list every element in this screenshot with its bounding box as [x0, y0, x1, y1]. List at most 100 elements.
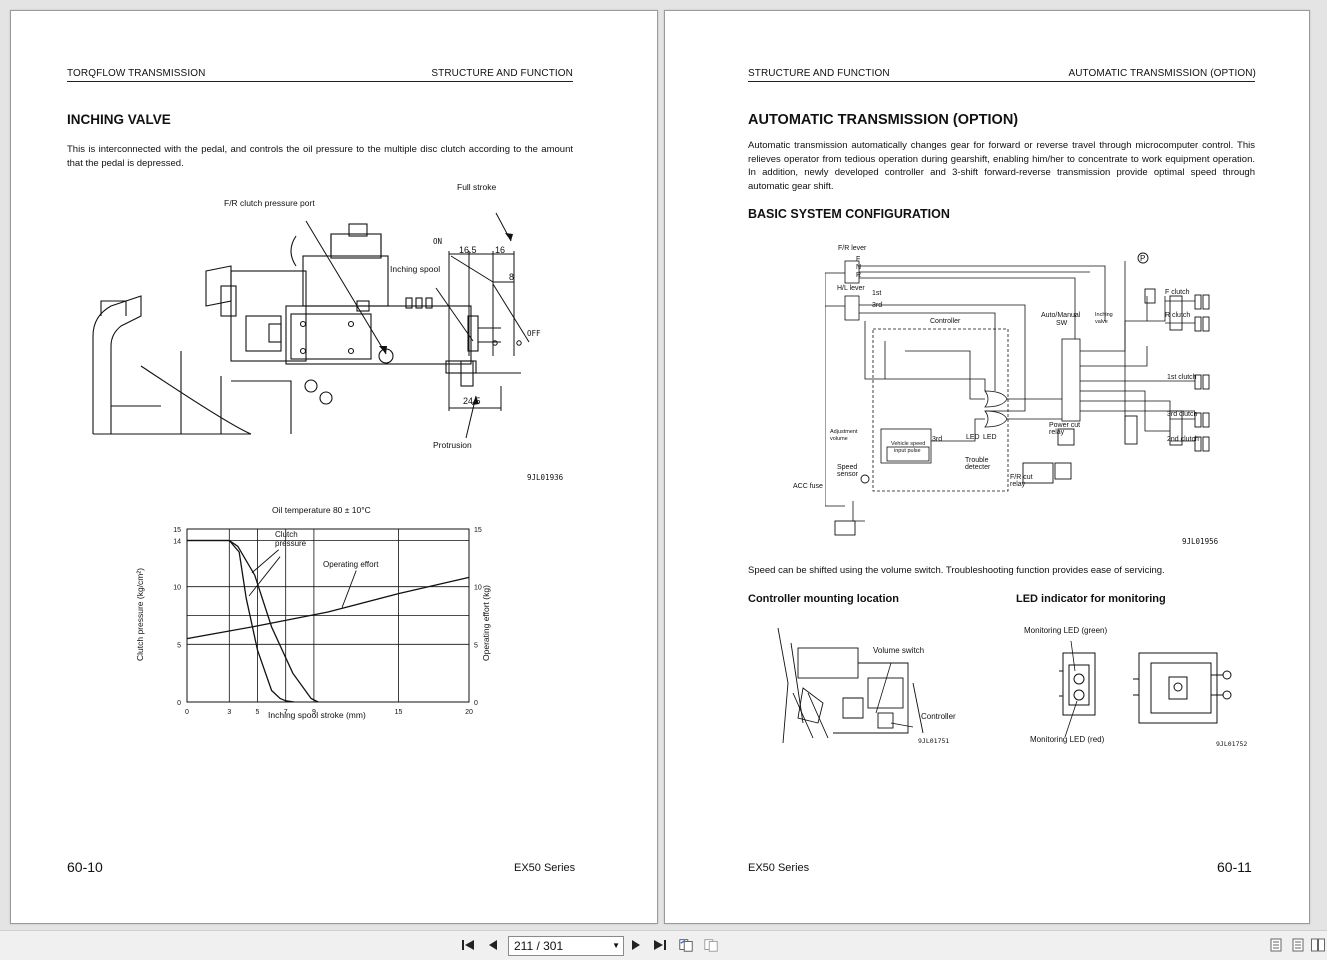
first-page-button[interactable] — [460, 937, 476, 953]
go-forward-view-button[interactable] — [703, 937, 719, 953]
fr-clutch-port-label: F/R clutch pressure port — [224, 198, 315, 208]
n-label: N — [856, 264, 862, 271]
figure-code-1: 9JL01936 — [527, 473, 564, 482]
x-tick-label: 0 — [185, 709, 189, 716]
document-viewport: TORQFLOW TRANSMISSION STRUCTURE AND FUNC… — [10, 10, 1310, 924]
header-right: AUTOMATIC TRANSMISSION (OPTION) — [1068, 68, 1256, 79]
x-tick-label: 15 — [395, 709, 403, 716]
third-label: 3rd — [872, 302, 883, 309]
third2-label: 3rd — [932, 436, 943, 443]
next-page-icon — [632, 940, 640, 950]
y-tick-label: 5 — [177, 642, 181, 649]
dim-16-5: 16.5 — [459, 245, 477, 255]
intro-paragraph: This is interconnected with the pedal, a… — [67, 144, 573, 169]
f-clutch-label: F clutch — [1165, 289, 1190, 296]
last-page-button[interactable] — [652, 937, 668, 953]
dim-8: 8 — [509, 272, 514, 282]
dim-16: 16 — [495, 245, 505, 255]
first-page-icon — [462, 940, 474, 950]
y-tick-label: 15 — [173, 527, 181, 534]
led-label-1: LED — [966, 434, 980, 441]
auto-manual-label: Auto/Manual — [1041, 312, 1081, 319]
header-left: STRUCTURE AND FUNCTION — [748, 68, 890, 79]
previous-page-button[interactable] — [485, 937, 501, 953]
f-label: F — [856, 256, 861, 263]
controller-label: Controller — [930, 318, 961, 325]
y2-tick-label: 15 — [474, 527, 482, 534]
series-line-operating-effort — [186, 576, 470, 640]
next-page-button[interactable] — [628, 937, 644, 953]
controller-fig-label: Controller — [921, 712, 956, 721]
x-tick-label: 9 — [312, 709, 316, 716]
led-indicator-title: LED indicator for monitoring — [1016, 593, 1166, 605]
go-back-view-button[interactable] — [678, 937, 694, 953]
off-label: OFF — [527, 329, 541, 338]
second-clutch-label: 2nd clutch — [1167, 436, 1199, 443]
first-label: 1st — [872, 290, 882, 297]
intro-paragraph: Automatic transmission automatically cha… — [748, 140, 1255, 192]
volume-switch-label: Volume switch — [873, 646, 925, 655]
page-selector[interactable]: 211 / 301 ▼ — [508, 936, 624, 956]
inching-valve-label: Inching valve — [1095, 312, 1113, 325]
continuous-view-button[interactable] — [1290, 937, 1306, 953]
chart-y2label: Operating effort (kg) — [481, 585, 491, 661]
series-label: EX50 Series — [748, 862, 810, 874]
single-page-view-button[interactable] — [1268, 937, 1284, 953]
main-title: AUTOMATIC TRANSMISSION (OPTION) — [748, 112, 1019, 128]
annotation-arrow-2 — [248, 556, 281, 597]
continuous-page-icon — [1292, 938, 1304, 952]
power-cut-relay-label: Power cut relay — [1049, 422, 1081, 436]
adjustment-volume-label: Adjustment volume — [830, 429, 858, 442]
r-label: R — [856, 272, 862, 279]
trouble-detecter-label: Trouble detecter — [965, 457, 991, 471]
back-view-icon — [679, 939, 693, 952]
two-page-view-button[interactable] — [1310, 937, 1326, 953]
inching-spool-label: Inching spool — [390, 264, 441, 274]
x-tick-label: 20 — [465, 709, 473, 716]
controller-mounting-title: Controller mounting location — [748, 593, 899, 605]
y-tick-label: 10 — [173, 585, 181, 592]
series-line-clutch-pressure-2 — [187, 539, 319, 703]
viewer-toolbar: 211 / 301 ▼ — [0, 930, 1327, 960]
shift-text: Speed can be shifted using the volume sw… — [748, 565, 1165, 576]
sw-label: SW — [1056, 320, 1068, 327]
dim-24-5: 24.5 — [463, 396, 481, 406]
two-page-icon — [1311, 938, 1325, 952]
figure-code-controller: 9JL01751 — [918, 737, 950, 745]
led-indicator-figure — [1059, 641, 1232, 738]
full-stroke-label: Full stroke — [457, 182, 497, 192]
led-red-label: Monitoring LED (red) — [1030, 735, 1105, 744]
chart-xlabel: Inching spool stroke (mm) — [268, 710, 366, 720]
x-tick-label: 7 — [284, 709, 288, 716]
chevron-down-icon: ▼ — [612, 941, 620, 950]
y-tick-label: 14 — [173, 539, 181, 546]
page-left: TORQFLOW TRANSMISSION STRUCTURE AND FUNC… — [10, 10, 658, 924]
input-pulse-label: input pulse — [894, 448, 921, 454]
section-title: BASIC SYSTEM CONFIGURATION — [748, 207, 950, 221]
annotation-clutch-pressure: Clutch pressure — [275, 530, 307, 548]
on-label: ON — [433, 237, 443, 246]
third-clutch-label: 3rd clutch — [1167, 411, 1198, 418]
series-label: EX50 Series — [514, 862, 576, 874]
section-title: INCHING VALVE — [67, 112, 171, 127]
y2-tick-label: 5 — [474, 642, 478, 649]
chart-title: Oil temperature 80 ± 10°C — [272, 505, 371, 515]
chart-ylabel: Clutch pressure (kg/cm²) — [135, 567, 145, 661]
previous-page-icon — [489, 940, 497, 950]
x-tick-label: 5 — [256, 709, 260, 716]
x-tick-label: 3 — [227, 709, 231, 716]
figure-code-diagram: 9JL01956 — [1182, 537, 1219, 546]
vehicle-speed-label: Vehicle speed — [891, 441, 926, 447]
single-page-icon — [1270, 938, 1282, 952]
figure-code-led: 9JL01752 — [1216, 740, 1248, 748]
inching-valve-drawing: 16.5 16 8 24.5 — [92, 212, 530, 439]
fr-cut-relay-label: F/R cut relay — [1010, 474, 1033, 488]
system-configuration-diagram: P — [825, 252, 1210, 536]
first-clutch-label: 1st clutch — [1167, 374, 1197, 381]
page-indicator: 211 / 301 — [514, 939, 564, 953]
last-page-icon — [654, 940, 666, 950]
header-left: TORQFLOW TRANSMISSION — [67, 68, 206, 79]
protrusion-label: Protrusion — [433, 440, 472, 450]
led-label-2: LED — [983, 434, 997, 441]
forward-view-icon — [704, 939, 718, 952]
